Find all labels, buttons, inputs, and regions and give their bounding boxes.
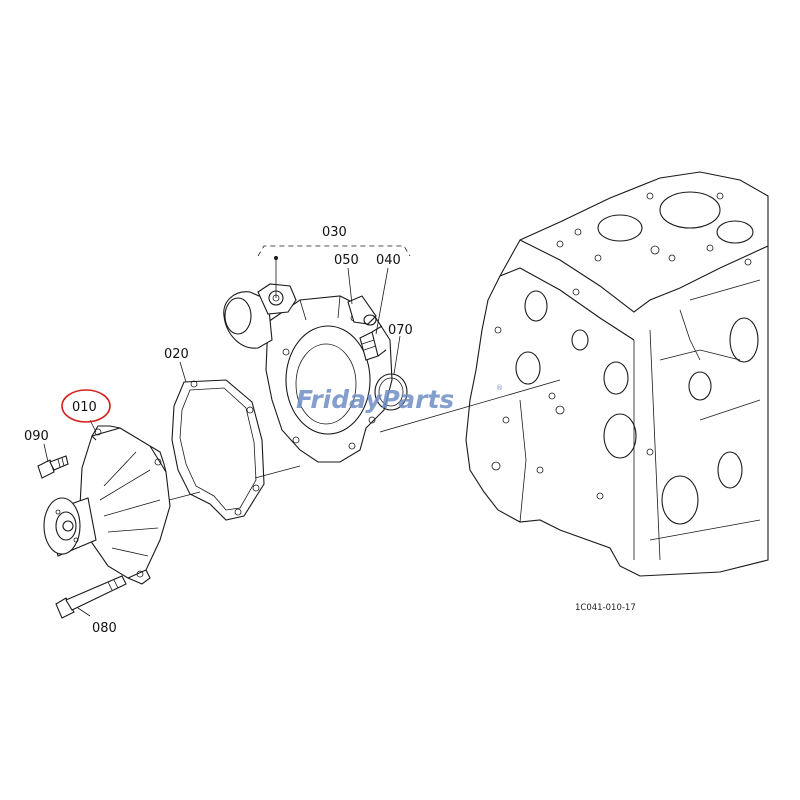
watermark-logo: FridayParts ®	[296, 384, 503, 414]
callout-010-highlight-ring	[61, 389, 111, 423]
leader-030	[257, 245, 411, 257]
bolt-080	[55, 575, 127, 619]
engine-block	[465, 171, 769, 577]
callout-030: 030	[322, 225, 347, 240]
leader-dot	[274, 256, 278, 260]
fitting-040	[359, 325, 387, 361]
water-pump-010	[43, 425, 171, 585]
gasket-020	[171, 379, 265, 521]
callout-040: 040	[376, 253, 401, 268]
leader-020	[179, 361, 187, 383]
callout-090: 090	[24, 429, 49, 444]
leader-050	[347, 267, 353, 305]
leader-070	[393, 335, 401, 375]
callout-070: 070	[388, 323, 413, 338]
watermark-registered-mark: ®	[496, 384, 503, 392]
diagram-reference-code: 1C041-010-17	[575, 603, 636, 613]
watermark-text: FridayParts	[296, 385, 454, 414]
callout-080: 080	[92, 621, 117, 636]
leader-040	[375, 267, 389, 335]
leader-080	[77, 607, 91, 617]
callout-020: 020	[164, 347, 189, 362]
bolt-090	[37, 455, 69, 479]
o-ring-070	[374, 373, 408, 411]
callout-050: 050	[334, 253, 359, 268]
leader-090	[43, 443, 49, 463]
callout-010: 010	[72, 400, 97, 415]
plug-050	[347, 295, 377, 326]
